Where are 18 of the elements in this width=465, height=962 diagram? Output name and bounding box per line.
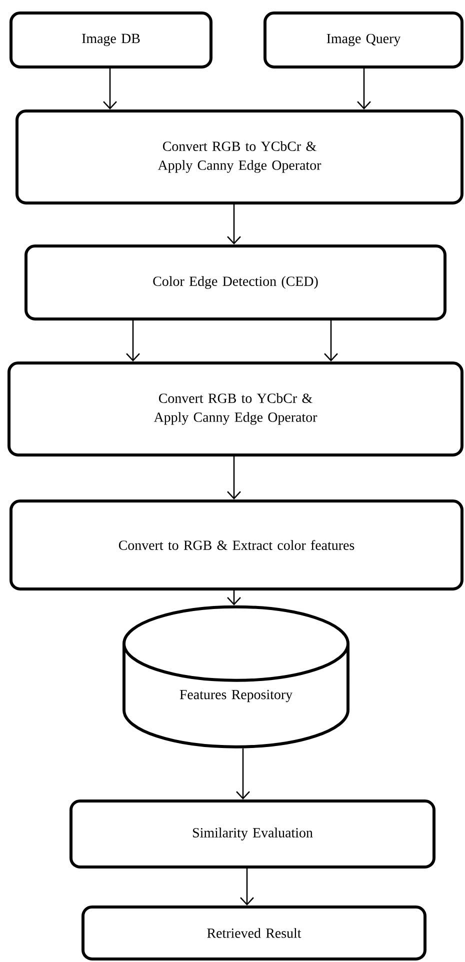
process-box: Retrieved Result bbox=[82, 906, 426, 960]
arrow bbox=[103, 68, 117, 110]
arrow bbox=[227, 590, 241, 606]
arrow bbox=[324, 320, 338, 362]
arrow bbox=[357, 68, 371, 110]
arrow bbox=[227, 204, 241, 244]
process-box: Image DB bbox=[10, 12, 212, 68]
arrow bbox=[126, 320, 140, 362]
arrow bbox=[227, 456, 241, 500]
process-box: Color Edge Detection (CED) bbox=[24, 244, 446, 320]
arrow bbox=[240, 868, 254, 906]
process-box: Convert to RGB & Extract color features bbox=[10, 500, 464, 590]
database-cylinder: Features Repository bbox=[122, 605, 350, 748]
arrow bbox=[236, 748, 250, 800]
process-box: Image Query bbox=[264, 12, 464, 68]
process-box: Convert RGB to YCbCr & Apply Canny Edge Operator bbox=[16, 110, 464, 204]
process-box: Similarity Evaluation bbox=[70, 800, 436, 868]
process-box: Convert RGB to YCbCr & Apply Canny Edge Operator bbox=[8, 362, 464, 456]
